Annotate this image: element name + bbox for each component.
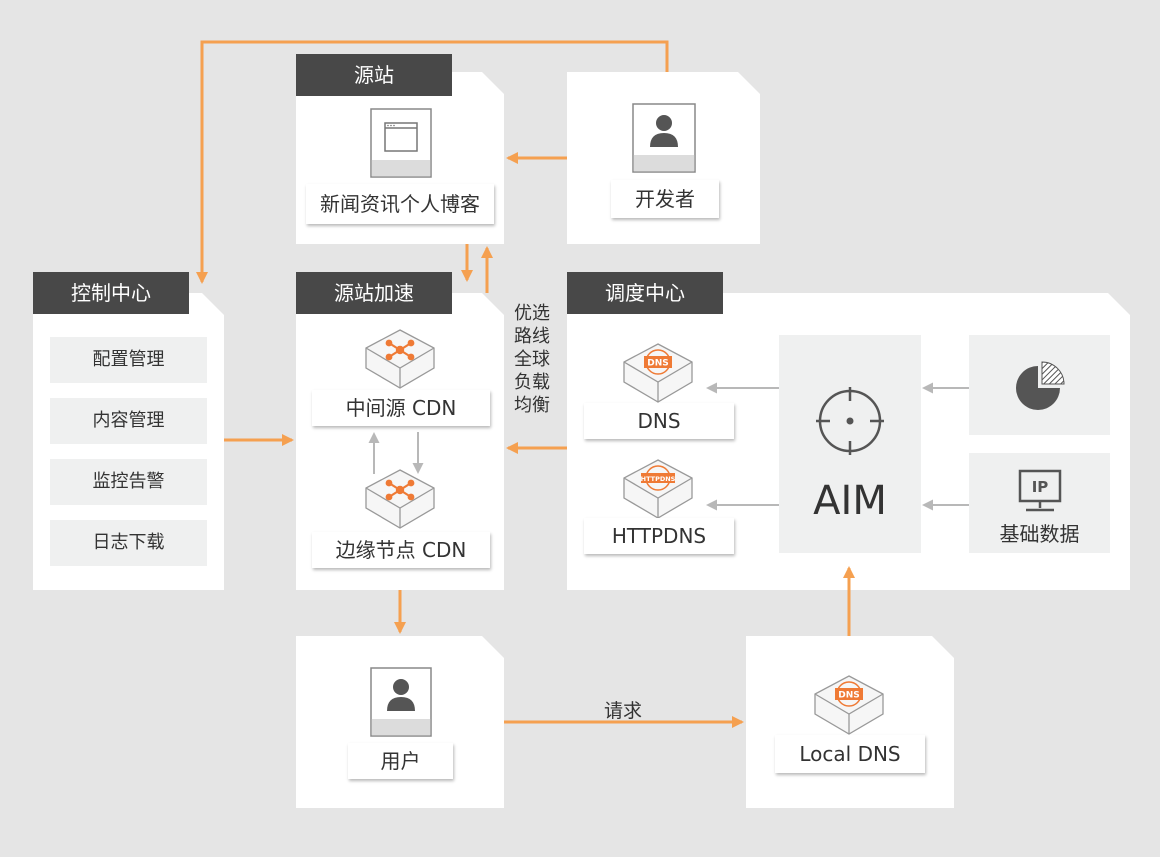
pie-chart-panel [969,335,1110,435]
dns-server-icon: DNS [623,343,693,403]
edge-cdn-label: 边缘节点 CDN [312,532,490,568]
menu-item-monitoring[interactable]: 监控告警 [50,459,207,505]
routing-note-line: 全球 [514,349,550,370]
origin-tag: 源站 [296,54,452,96]
httpdns-chip-text: HTTPDNS [641,475,676,483]
middle-cdn-label: 中间源 CDN [312,390,490,426]
browser-window-icon [370,108,432,178]
httpdns-server-icon: HTTPDNS [623,459,693,519]
ip-monitor-icon: IP [1018,469,1062,512]
developer-to-control-arrow [196,40,669,284]
routing-note-line: 优选 [514,303,550,324]
routing-note-line: 均衡 [514,395,550,416]
aim-label: AIM [813,478,887,524]
httpdns-label: HTTPDNS [584,518,734,554]
base-data-label: 基础数据 [999,522,1080,546]
crosshair-icon [816,387,884,455]
request-label: 请求 [604,700,643,722]
dns-chip-text: DNS [647,359,669,369]
network-node-icon [365,329,435,389]
control-center-tag: 控制中心 [33,272,189,314]
routing-note-line: 负载 [514,372,550,393]
origin-site-label: 新闻资讯个人博客 [306,184,494,224]
user-avatar-icon [370,667,432,737]
local-dns-server-icon: DNS [814,675,884,735]
local-dns-chip-text: DNS [838,691,860,701]
ip-icon-text: IP [1032,478,1049,496]
pie-chart-icon [1016,361,1065,410]
routing-note-line: 路线 [514,326,550,347]
network-node-icon [365,469,435,529]
user-label: 用户 [348,743,453,779]
dispatch-center-tag: 调度中心 [567,272,723,314]
user-avatar-icon [632,103,696,173]
acceleration-tag: 源站加速 [296,272,452,314]
dns-label: DNS [584,403,734,439]
local-dns-label: Local DNS [775,735,925,773]
menu-item-logs[interactable]: 日志下载 [50,520,207,566]
menu-item-content[interactable]: 内容管理 [50,398,207,444]
menu-item-config[interactable]: 配置管理 [50,337,207,383]
routing-note: 优选 路线 全球 负载 均衡 [514,302,554,417]
developer-label: 开发者 [611,180,719,218]
